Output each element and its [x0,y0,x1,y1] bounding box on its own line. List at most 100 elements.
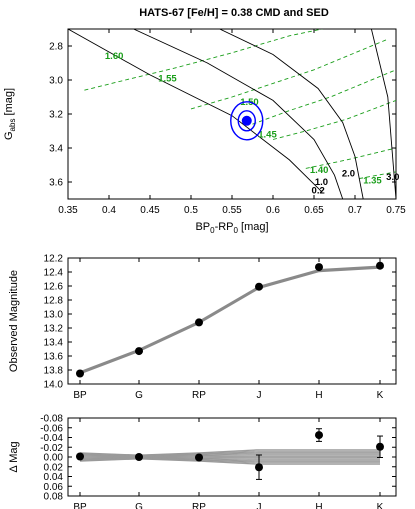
cmd-mass-label: 1.40 [310,165,329,176]
cmd-x-tick-label: 0.45 [140,205,160,216]
cmd-age-label: 3.0 [386,172,399,183]
residual-point [376,442,384,451]
cmd-age-label: 1.0 [315,177,328,188]
residual-y-tick-label: -0.06 [40,423,63,434]
cmd-x-tick-label: 0.7 [348,205,362,216]
cmd-mass-track [84,29,323,91]
sed-model-line [79,265,381,374]
residual-y-tick-label: 0.06 [44,482,64,493]
cmd-mass-track [359,171,396,180]
cmd-mass-track [190,38,388,110]
cmd-y-tick-label: 3.2 [49,110,63,121]
cmd-x-tick-label: 0.4 [102,205,116,216]
residual-point [76,452,84,461]
sed-y-tick-label: 14.0 [44,380,64,391]
sed-points [76,261,384,378]
sed-y-tick-label: 12.4 [44,268,64,279]
residual-y-tick-label: 0.04 [44,472,64,483]
sed-observed-point [135,347,143,356]
residual-y-tick-label: 0.00 [44,453,64,464]
sed-observed-point [76,369,84,378]
cmd-age-isochrone [370,29,396,199]
residual-y-tick-label: 0.08 [44,492,64,503]
sed-y-tick-label: 12.6 [44,282,64,293]
cmd-age-isochrone [219,29,364,199]
cmd-star-1sigma-ellipse [237,110,256,132]
cmd-x-axis-label: BP0-RP0 [mag] [195,221,268,235]
residual-x-tick-label: J [257,502,262,509]
sed-observed-point [315,263,323,272]
sed-x-tick-label: K [377,390,384,401]
sed-x-tick-label: BP [73,390,87,401]
sed-curves [79,265,381,375]
cmd-y-tick-label: 3.6 [49,178,63,189]
residual-model-line [79,458,380,465]
cmd-y-axis-label: Gabs [mag] [3,88,17,140]
cmd-x-tick-label: 0.5 [184,205,198,216]
residual-point [255,463,263,472]
cmd-age-isochrone [133,29,344,199]
sed-x-ticks: BP G RP J H K [73,258,384,401]
cmd-mass-label: 1.60 [105,51,124,62]
sed-y-axis-label: Observed Magnitude [8,270,20,372]
residual-x-tick-label: RP [192,502,206,509]
sed-x-tick-label: RP [192,390,206,401]
residual-y-tick-label: -0.02 [40,443,63,454]
residual-points [76,428,384,480]
residual-y-axis-label: Δ Mag [8,441,20,472]
sed-model-line [79,266,381,375]
cmd-star-point [241,115,252,126]
sed-y-tick-label: 12.2 [44,254,64,265]
sed-y-tick-label: 12.8 [44,296,64,307]
cmd-x-tick-label: 0.75 [386,205,406,216]
sed-x-tick-label: G [135,390,143,401]
residual-model-band [79,449,380,465]
sed-y-tick-label: 13.8 [44,366,64,377]
cmd-star-2sigma-ellipse [230,101,264,141]
residual-point [195,453,203,462]
cmd-mass-label: 1.35 [363,175,382,186]
cmd-y-tick-label: 3.0 [49,76,63,87]
sed-y-ticks: 12.212.412.612.813.013.213.413.613.814.0 [44,254,396,391]
residual-y-tick-label: -0.04 [40,433,63,444]
sed-x-tick-label: J [257,390,262,401]
residual-y-tick-label: -0.08 [40,414,63,425]
cmd-x-ticks: 0.35 0.4 0.45 0.5 0.55 0.6 0.65 0.7 0.75 [58,29,406,216]
residual-x-tick-label: H [315,502,322,509]
residual-point [315,431,323,440]
cmd-star-group [230,101,264,141]
residual-y-tick-label: 0.02 [44,462,64,473]
sed-y-tick-label: 13.6 [44,352,64,363]
cmd-x-tick-label: 0.65 [304,205,324,216]
cmd-y-ticks: 2.8 3.0 3.2 3.4 3.6 [49,42,396,189]
residual-x-ticks: BP G RP J H K [73,418,384,509]
cmd-age-label: 0.2 [312,186,325,197]
residual-point [135,453,143,461]
cmd-y-tick-label: 2.8 [49,42,63,53]
cmd-mass-label: 1.55 [158,73,177,84]
cmd-age-label: 2.0 [342,169,355,180]
figure-title: HATS-67 [Fe/H] = 0.38 CMD and SED [139,7,329,19]
residual-x-tick-label: G [135,502,143,509]
cmd-x-tick-label: 0.6 [266,205,280,216]
sed-y-tick-label: 13.0 [44,310,64,321]
sed-plot-frame [67,257,397,385]
sed-observed-point [195,318,203,327]
cmd-y-tick-label: 3.4 [49,144,63,155]
sed-y-tick-label: 13.4 [44,338,64,349]
residual-y-ticks: -0.08-0.06-0.04-0.020.000.020.040.060.08 [40,414,396,503]
sed-observed-point [255,282,263,291]
cmd-mass-track [252,69,396,125]
cmd-mass-label: 1.45 [258,129,277,140]
cmd-x-tick-label: 0.35 [58,205,78,216]
sed-x-tick-label: H [315,390,322,401]
residual-x-tick-label: BP [73,502,87,509]
sed-observed-point [376,261,384,270]
cmd-x-tick-label: 0.55 [222,205,242,216]
residual-x-tick-label: K [377,502,384,509]
